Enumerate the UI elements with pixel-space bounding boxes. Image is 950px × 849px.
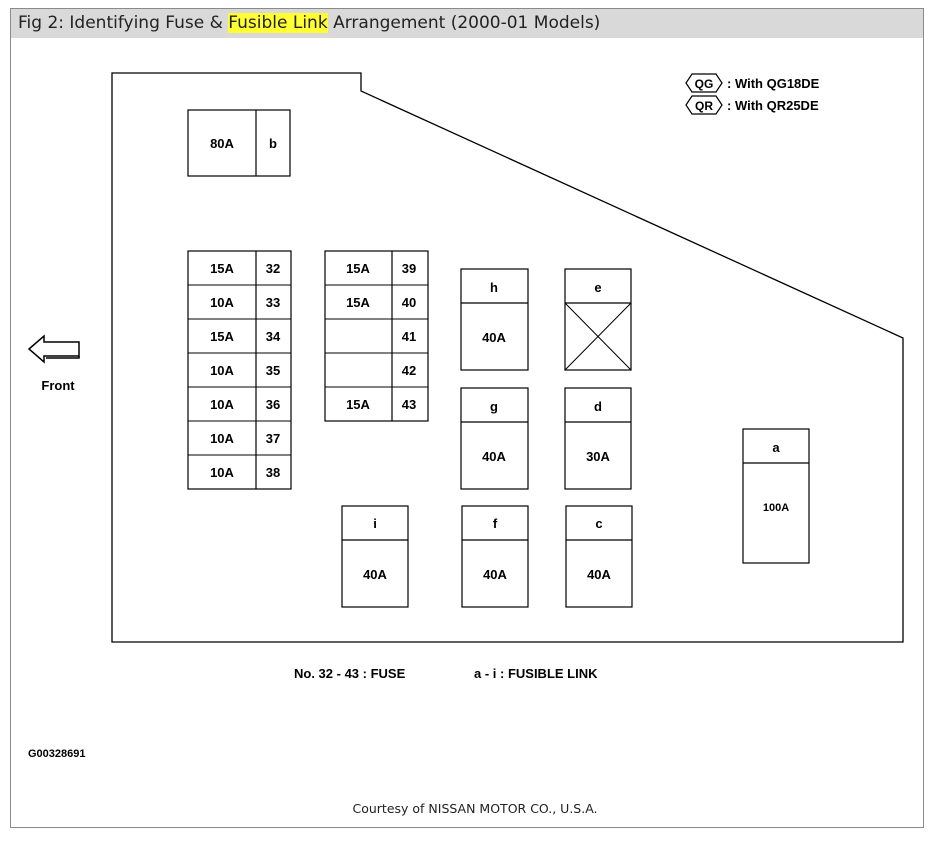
fuse-block-32-38: 15A 32 10A 33 15A 34 10A 35 10A 36 10A 3… <box>187 250 292 490</box>
fuse-35-number: 35 <box>266 363 280 378</box>
fuse-34-rating: 15A <box>210 329 234 344</box>
fusible-link-i: i 40A <box>341 505 409 608</box>
fusible-link-d-id: d <box>594 399 602 414</box>
fusible-link-i-id: i <box>373 516 377 531</box>
fusible-link-i-rating: 40A <box>363 567 387 582</box>
fuse-42-number: 42 <box>402 363 416 378</box>
figure-title: Fig 2: Identifying Fuse & Fusible Link A… <box>11 9 923 38</box>
fusible-link-g-rating: 40A <box>482 449 506 464</box>
courtesy-note: Courtesy of NISSAN MOTOR CO., U.S.A. <box>352 801 598 816</box>
fuse-33-number: 33 <box>266 295 280 310</box>
fusible-link-e-id: e <box>594 280 601 295</box>
legend-qr: QR : With QR25DE <box>685 95 819 115</box>
fusible-link-a-id: a <box>772 440 780 455</box>
front-label: Front <box>41 378 75 393</box>
fuse-40-number: 40 <box>402 295 416 310</box>
title-highlight: Fusible Link <box>228 13 328 33</box>
fuse-43-rating: 15A <box>346 397 370 412</box>
legend-qg: QG : With QG18DE <box>685 73 820 93</box>
fuse-39-number: 39 <box>402 261 416 276</box>
fusible-link-c-rating: 40A <box>587 567 611 582</box>
caption-fusible-link: a - i : FUSIBLE LINK <box>474 666 598 681</box>
fusible-link-f-rating: 40A <box>483 567 507 582</box>
fusible-link-c: c 40A <box>565 505 633 608</box>
fuse-33-rating: 10A <box>210 295 234 310</box>
legend-qg-text: : With QG18DE <box>727 76 820 91</box>
fusible-link-h: h 40A <box>460 268 529 371</box>
fusible-link-a: a 100A <box>742 428 810 564</box>
title-prefix: Fig 2: Identifying Fuse & <box>18 13 229 33</box>
fusible-link-h-id: h <box>490 280 498 295</box>
fuse-32-rating: 15A <box>210 261 234 276</box>
front-arrow-shadow <box>46 356 80 359</box>
fuse-36-rating: 10A <box>210 397 234 412</box>
fusible-link-g: g 40A <box>460 387 529 490</box>
fuse-block-39-43: 15A 39 15A 40 41 42 15A 43 <box>324 250 429 422</box>
figure-code: G00328691 <box>28 748 86 760</box>
fusible-link-c-id: c <box>595 516 602 531</box>
fusible-link-a-rating: 100A <box>763 502 789 514</box>
fusible-link-h-rating: 40A <box>482 330 506 345</box>
legend-qr-code: QR <box>695 99 713 113</box>
fusible-link-f: f 40A <box>461 505 529 608</box>
fuse-37-rating: 10A <box>210 431 234 446</box>
fuse-37-number: 37 <box>266 431 280 446</box>
fuse-36-number: 36 <box>266 397 280 412</box>
fusible-link-b-id: b <box>269 136 277 151</box>
fusible-link-g-id: g <box>490 399 498 414</box>
fusible-link-e: e <box>564 268 632 371</box>
figure-frame: Fig 2: Identifying Fuse & Fusible Link A… <box>10 8 924 828</box>
title-suffix: Arrangement (2000-01 Models) <box>327 13 601 33</box>
fusible-link-b: 80A b <box>187 109 291 177</box>
fusible-link-b-rating: 80A <box>210 136 234 151</box>
front-arrow-icon <box>27 334 80 364</box>
fuse-box-outline <box>111 72 904 643</box>
fusible-link-d: d 30A <box>564 387 632 490</box>
fuse-40-rating: 15A <box>346 295 370 310</box>
fuse-43-number: 43 <box>402 397 416 412</box>
fuse-32-number: 32 <box>266 261 280 276</box>
fusible-link-f-id: f <box>493 516 498 531</box>
fuse-38-rating: 10A <box>210 465 234 480</box>
fuse-39-rating: 15A <box>346 261 370 276</box>
legend-qg-code: QG <box>695 77 714 91</box>
fuse-38-number: 38 <box>266 465 280 480</box>
fuse-41-number: 41 <box>402 329 416 344</box>
fuse-34-number: 34 <box>266 329 281 344</box>
caption-fuse: No. 32 - 43 : FUSE <box>294 666 406 681</box>
fuse-35-rating: 10A <box>210 363 234 378</box>
legend-qr-text: : With QR25DE <box>727 98 819 113</box>
fusible-link-d-rating: 30A <box>586 449 610 464</box>
